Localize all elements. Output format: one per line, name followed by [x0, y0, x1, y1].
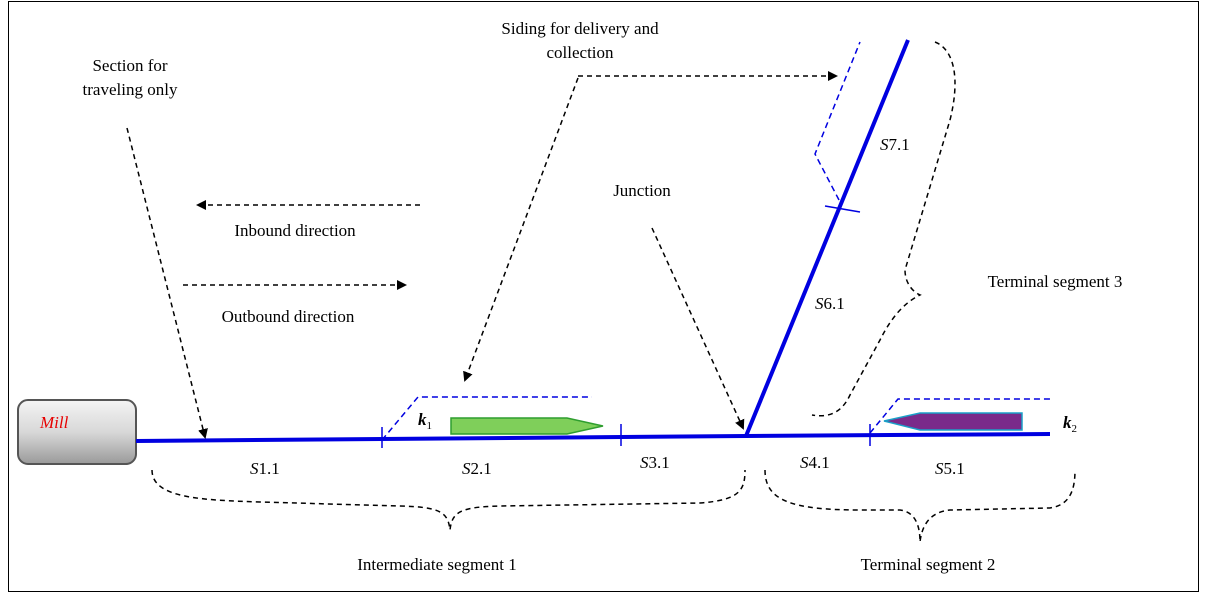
mill-shape [17, 399, 137, 465]
main-track-right [745, 432, 1051, 438]
frame-border [8, 1, 1199, 592]
intermediate1-label: Intermediate segment 1 [357, 555, 517, 574]
section-s1-label: S1.1 [250, 459, 280, 478]
terminal2-label: Terminal segment 2 [861, 555, 996, 574]
siding-s5 [869, 398, 1050, 434]
main-track-left [135, 434, 747, 443]
inbound-label: Inbound direction [234, 221, 356, 240]
siding-s7 [814, 41, 861, 201]
mill-box: Mill [17, 399, 137, 465]
arrow-traveling [126, 127, 208, 439]
brace-intermediate-1 [151, 469, 746, 531]
terminal3-label: Terminal segment 3 [988, 272, 1123, 291]
outbound-label: Outbound direction [222, 307, 355, 326]
brace-terminal-3 [811, 41, 956, 417]
siding-label-line2: collection [546, 43, 614, 62]
section-s6-label: S6.1 [815, 294, 845, 313]
section-s7-label: S7.1 [880, 135, 910, 154]
mill-label: Mill [39, 413, 69, 432]
tick-s6-s7 [824, 205, 861, 213]
section-s5-label: S5.1 [935, 459, 965, 478]
purple-train [883, 412, 1023, 431]
arrow-junction [651, 227, 745, 430]
section-s3-label: S3.1 [640, 453, 670, 472]
branch-track [744, 39, 910, 437]
traveling-label-line1: Section for [92, 56, 167, 75]
marker-k2: k2 [1063, 413, 1077, 435]
junction-label: Junction [613, 181, 671, 200]
siding-s2 [381, 396, 592, 441]
siding-label-line1: Siding for delivery and [501, 19, 659, 38]
green-train [450, 417, 604, 435]
brace-terminal-2 [764, 469, 1076, 543]
arrow-siding-s2 [463, 77, 579, 382]
section-s4-label: S4.1 [800, 453, 830, 472]
traveling-label-line2: traveling only [83, 80, 178, 99]
marker-k1: k1 [418, 410, 432, 432]
section-s2-label: S2.1 [462, 459, 492, 478]
